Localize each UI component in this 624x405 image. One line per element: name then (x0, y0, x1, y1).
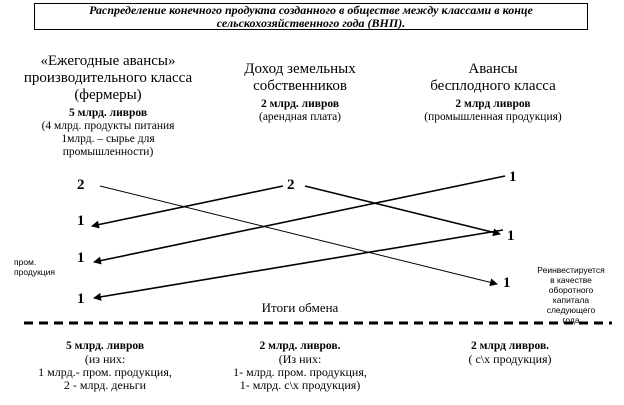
right-note-line-3: оборотного (548, 285, 594, 295)
right-side-note: Реинвестируется в качестве оборотного ка… (521, 265, 621, 325)
farmers-note-1: (4 млрд. продукты питания (41, 120, 175, 132)
sterile-result-amount: 2 млрд ливров. (470, 340, 550, 352)
farmers-amount: 5 млрд. ливров (68, 107, 148, 119)
arrow-landowners-to-farmers (91, 185, 284, 229)
farmers-result-amount: 5 млрд. ливров (65, 340, 145, 352)
node-farmers-1-c: 1 (77, 291, 85, 307)
diagram-title: Распределение конечного продукта созданн… (34, 3, 588, 30)
node-landowners-2: 2 (287, 177, 295, 193)
sterile-result-line-1: ( с\х продукция) (468, 352, 552, 366)
node-sterile-1-a: 1 (509, 169, 517, 185)
left-side-note: пром. продукция (14, 257, 55, 277)
sterile-note-1: (промышленная продукция) (424, 111, 562, 123)
landowners-result-line-2: 1- млрд. пром. продукция, (233, 365, 367, 379)
landowners-result-amount: 2 млрд. ливров. (259, 340, 341, 352)
title-line-2: сельскохозяйственного года (ВНП). (216, 16, 406, 30)
farmers-head-1: «Ежегодные авансы» (40, 53, 176, 69)
sterile-amount: 2 млрд ливров (455, 98, 531, 110)
right-note-line-5: следующего (546, 305, 596, 315)
landowners-head-1: Доход земельных (244, 61, 356, 77)
farmers-head-2: производительного класса (23, 70, 193, 86)
node-farmers-1-a: 1 (77, 213, 85, 229)
landowners-result-line-3: 1- млрд. с\х продукция) (239, 378, 361, 392)
farmers-note-2: 1млрд. – сырье для (61, 133, 155, 145)
node-sterile-1-b: 1 (507, 228, 515, 244)
sterile-result: 2 млрд ливров. ( с\х продукция) (415, 340, 605, 366)
sterile-head-1: Авансы (468, 61, 518, 77)
right-note-line-4: капитала (552, 295, 590, 305)
node-sterile-1-c: 1 (503, 275, 511, 291)
landowners-column-header: Доход земельных собственников 2 млрд. ли… (215, 61, 385, 124)
left-note-line-2: продукция (14, 267, 56, 277)
arrow-landowners-to-sterile (304, 185, 501, 237)
sterile-column-header: Авансы бесплодного класса 2 млрд ливров … (398, 61, 588, 124)
title-line-1: Распределение конечного продукта созданн… (89, 3, 533, 17)
right-note-line-6: года (562, 315, 580, 325)
farmers-result-line-3: 2 - млрд. деньги (63, 378, 147, 392)
node-farmers-2: 2 (77, 177, 85, 193)
landowners-result: 2 млрд. ливров. (Из них: 1- млрд. пром. … (205, 340, 395, 392)
right-note-line-1: Реинвестируется (537, 265, 605, 275)
exchange-label: Итоги обмена (261, 300, 339, 315)
farmers-note-3: промышленности) (62, 146, 154, 158)
farmers-head-3: (фермеры) (74, 87, 142, 103)
farmers-column-header: «Ежегодные авансы» производительного кла… (8, 53, 208, 159)
arrow-sterile-to-farmers-a (93, 175, 506, 265)
landowners-head-2: собственников (253, 78, 347, 94)
landowners-amount: 2 млрд. ливров (260, 98, 340, 110)
left-note-line-1: пром. (14, 257, 37, 267)
sterile-head-2: бесплодного класса (430, 78, 556, 94)
right-note-line-2: в качестве (550, 275, 592, 285)
arrow-farmers-to-sterile (99, 185, 498, 287)
arrow-sterile-to-farmers-b (93, 229, 504, 301)
node-farmers-1-b: 1 (77, 250, 85, 266)
farmers-result: 5 млрд. ливров (из них: 1 млрд.- пром. п… (10, 340, 200, 392)
landowners-note-1: (арендная плата) (258, 111, 342, 123)
farmers-result-line-2: 1 млрд.- пром. продукция, (38, 365, 172, 379)
landowners-result-line-1: (Из них: (278, 352, 322, 366)
farmers-result-line-1: (из них: (84, 352, 126, 366)
